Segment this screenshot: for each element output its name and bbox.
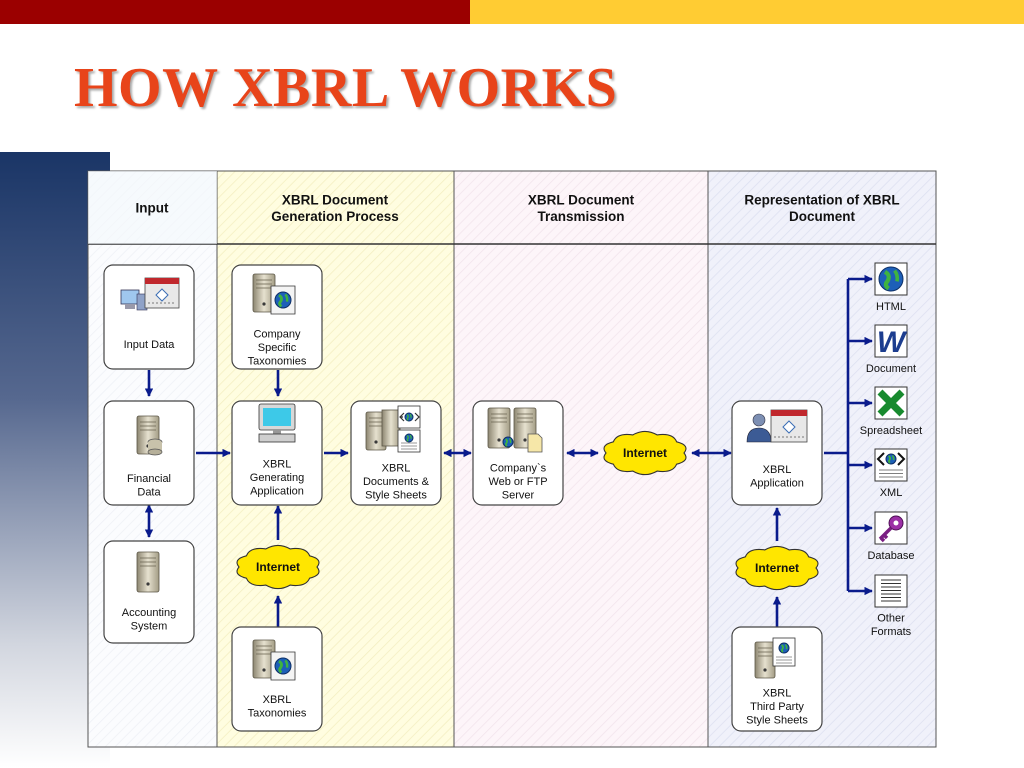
- output-label: Document: [866, 363, 916, 375]
- node-input-data: Input Data: [103, 264, 195, 370]
- output-database: Database: [867, 511, 915, 562]
- server-globe-icon: [252, 273, 296, 315]
- slide-title: HOW XBRL WORKS: [74, 57, 618, 119]
- user-form-icon: [746, 409, 808, 443]
- top-bar-yellow: [470, 0, 1024, 24]
- cloud-icon: [735, 545, 819, 591]
- arrow-output-bus: [824, 279, 850, 591]
- server-globe-icon: [252, 639, 296, 681]
- cloud-internet-1: Internet: [236, 544, 320, 590]
- output-label: Database: [867, 550, 914, 562]
- word-icon: W: [874, 324, 908, 359]
- cloud-label: Internet: [623, 446, 667, 460]
- cloud-internet-2: Internet: [603, 430, 687, 476]
- output-spreadsheet: Spreadsheet: [860, 386, 922, 437]
- cloud-label: Internet: [256, 560, 300, 574]
- server-documents-icon: [365, 405, 421, 453]
- output-label: Spreadsheet: [860, 425, 922, 437]
- top-bar-red: [0, 0, 470, 24]
- database-server-icon: [136, 415, 163, 456]
- output-document: W Document: [866, 324, 916, 375]
- server-document-icon: [754, 637, 796, 679]
- cloud-internet-3: Internet: [735, 545, 819, 591]
- computer-form-icon: [120, 277, 180, 311]
- xml-icon: [874, 448, 908, 482]
- servers-icon: [487, 407, 543, 453]
- cloud-label: Internet: [755, 561, 799, 575]
- node-label: Input Data: [124, 339, 176, 351]
- output-xml: XML: [874, 448, 908, 499]
- globe-icon: [874, 262, 908, 296]
- svg-text:W: W: [877, 326, 908, 359]
- server-icon: [136, 551, 160, 593]
- excel-icon: [874, 386, 908, 420]
- output-label: XML: [880, 487, 903, 499]
- cloud-icon: [603, 430, 687, 476]
- text-file-icon: [874, 574, 908, 608]
- lane-header-input: Input: [136, 201, 169, 216]
- output-label: HTML: [876, 301, 906, 313]
- output-html: HTML: [874, 262, 908, 313]
- key-icon: [874, 511, 908, 545]
- monitor-icon: [258, 403, 296, 443]
- cloud-icon: [236, 544, 320, 590]
